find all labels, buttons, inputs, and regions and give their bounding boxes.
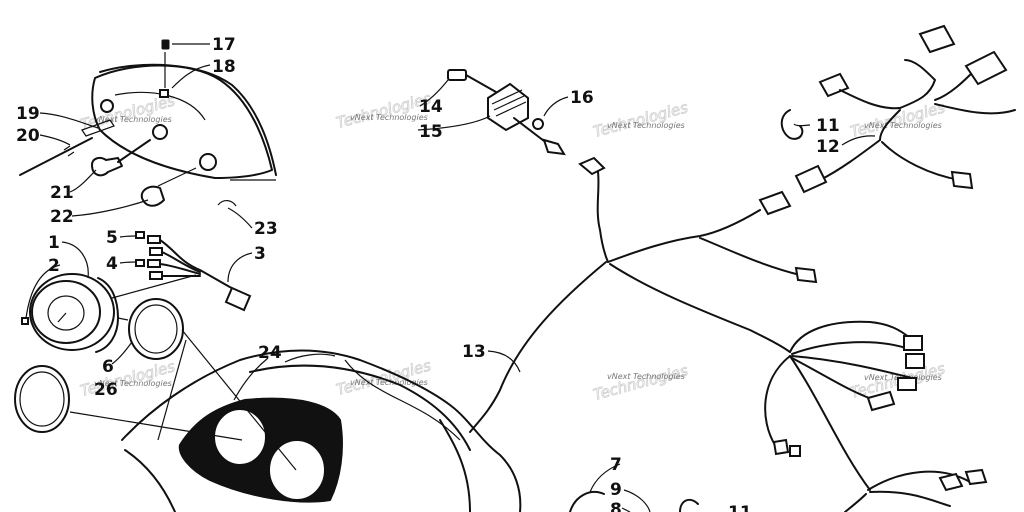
gauge-harness (111, 231, 252, 312)
bezel-ring (128, 298, 184, 360)
leader-lines (25, 43, 876, 512)
wire-clip (780, 109, 804, 140)
instrument-pod (69, 329, 522, 512)
callout-21: 21 (50, 183, 74, 203)
callout-19: 19 (16, 104, 40, 124)
watermark-text: vNext Technologies (864, 121, 942, 130)
callout-11-lower: 11 (728, 503, 752, 512)
watermark-text: vNext Technologies (350, 113, 428, 122)
callout-23: 23 (254, 219, 278, 239)
callouts: 17 18 19 20 21 22 23 1 2 5 4 3 6 26 24 1… (16, 35, 840, 512)
rear-light-harness (794, 24, 1016, 194)
callout-6: 6 (102, 357, 114, 377)
callout-20: 20 (16, 126, 40, 146)
callout-16: 16 (570, 88, 594, 108)
callout-18: 18 (212, 57, 236, 77)
speedometer (21, 273, 129, 353)
svg-text:Technologies: Technologies (848, 98, 947, 141)
callout-9: 9 (610, 480, 622, 500)
callout-2: 2 (48, 256, 60, 276)
watermark-text: vNext Technologies (607, 121, 685, 130)
callout-22: 22 (50, 207, 74, 227)
lens-ring (14, 365, 70, 433)
regulator (447, 69, 566, 156)
wire-clip (217, 200, 237, 207)
callout-14: 14 (419, 97, 443, 117)
callout-5: 5 (106, 228, 118, 248)
wire-clip (679, 498, 699, 512)
callout-13: 13 (462, 342, 486, 362)
bulb-socket (91, 139, 151, 177)
watermark-text: vNext Technologies (350, 378, 428, 387)
callout-1: 1 (48, 233, 60, 253)
callout-8: 8 (610, 500, 622, 512)
callout-15: 15 (419, 122, 443, 142)
callout-3: 3 (254, 244, 266, 264)
bulb-boot (140, 167, 197, 207)
callout-11: 11 (816, 116, 840, 136)
lens-ring-inner (19, 371, 65, 427)
svg-text:Technologies: Technologies (591, 361, 690, 404)
watermark-text: vNext Technologies (94, 115, 172, 124)
callout-26: 26 (94, 380, 118, 400)
callout-12: 12 (816, 137, 840, 157)
main-wiring-harness (469, 156, 988, 512)
watermark-text: vNext Technologies (607, 372, 685, 381)
bezel-ring-inner (134, 304, 178, 354)
callout-4: 4 (106, 254, 118, 274)
callout-17: 17 (212, 35, 236, 55)
callout-24: 24 (258, 343, 282, 363)
watermark-text: vNext Technologies (94, 379, 172, 388)
grommet (569, 491, 605, 512)
headlight-assembly (91, 39, 277, 181)
adjuster-screw (19, 119, 115, 176)
callout-7: 7 (610, 455, 622, 475)
svg-text:Technologies: Technologies (591, 98, 690, 141)
